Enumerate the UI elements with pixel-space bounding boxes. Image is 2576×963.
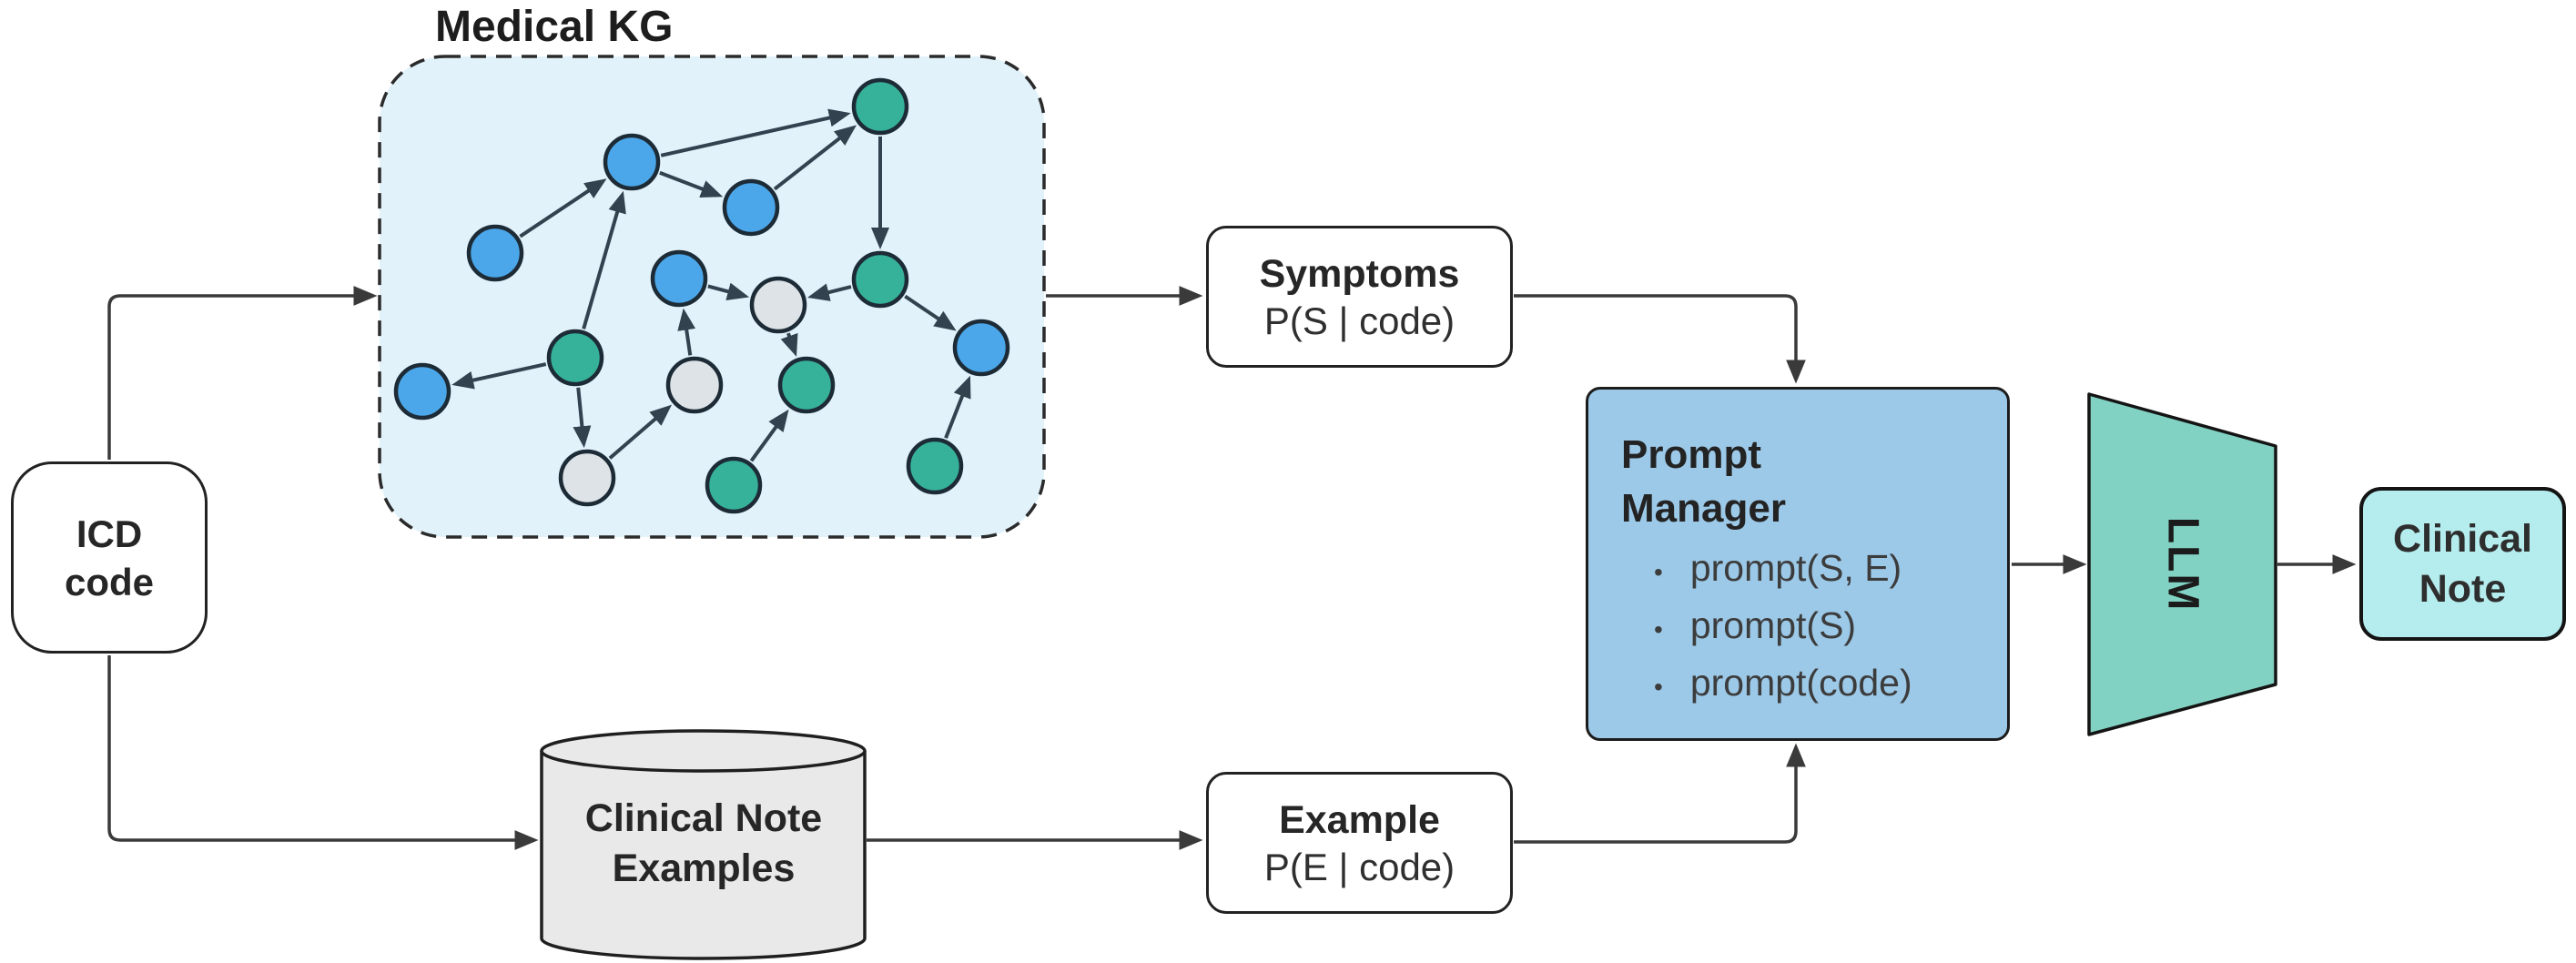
kg-edge — [582, 190, 626, 329]
bullet-icon: • — [1654, 615, 1663, 644]
llm-label: LLM — [2158, 516, 2207, 613]
prompt-manager-box: Prompt Manager • prompt(S, E) • prompt(S… — [1586, 387, 2010, 741]
symptoms-box: Symptoms P(S | code) — [1206, 226, 1513, 368]
example-box: Example P(E | code) — [1206, 772, 1513, 914]
kg-edge — [677, 308, 696, 356]
kg-node-teal — [851, 250, 909, 309]
kg-edge — [519, 178, 607, 238]
clinical-note-box: Clinical Note — [2359, 487, 2566, 641]
bullet-icon: • — [1654, 673, 1663, 701]
kg-node-teal — [851, 77, 909, 136]
kg-edge — [773, 125, 857, 191]
pm-bullet-label: prompt(S, E) — [1689, 547, 1902, 589]
kg-node-blue — [722, 178, 780, 237]
kg-edges — [451, 108, 971, 462]
kg-node-teal — [777, 356, 836, 414]
kg-node-blue — [466, 224, 524, 282]
bullet-icon: • — [1654, 558, 1663, 586]
kg-nodes — [393, 77, 1010, 514]
example-title: Example — [1279, 798, 1440, 842]
examples-db-shape — [540, 729, 867, 960]
kg-edge — [451, 362, 547, 390]
kg-edge — [904, 294, 957, 331]
arrow-example-to-pm — [1514, 743, 1806, 844]
prompt-manager-title: Prompt Manager — [1621, 432, 1786, 531]
medical-kg-container — [378, 55, 1046, 539]
kg-edge — [660, 108, 851, 157]
pm-bullet-item: • prompt(S, E) — [1621, 547, 1993, 604]
medical-kg-title: Medical KG — [435, 3, 674, 51]
icd-code-label: ICD code — [64, 512, 155, 603]
icd-code-box: ICD code — [11, 461, 208, 654]
kg-node-gray — [665, 356, 724, 414]
kg-node-blue — [650, 249, 708, 308]
kg-node-teal — [546, 329, 604, 387]
symptoms-formula: P(S | code) — [1263, 299, 1455, 342]
llm-trapezoid — [2087, 392, 2277, 736]
kg-node-blue — [603, 133, 661, 191]
kg-edge — [659, 170, 724, 198]
kg-edge — [608, 404, 673, 460]
kg-node-gray — [558, 449, 616, 507]
connectors — [107, 286, 2357, 850]
pm-bullet-item: • prompt(S) — [1621, 604, 1993, 662]
examples-db-label: Clinical Note Examples — [584, 796, 823, 890]
prompt-manager-bullets: • prompt(S, E) • prompt(S) • prompt(code… — [1621, 547, 1993, 719]
kg-node-blue — [952, 319, 1010, 377]
arrow-symptoms-to-pm — [1514, 294, 1806, 384]
kg-edge — [780, 332, 798, 357]
kg-edge — [807, 283, 852, 301]
kg-edge — [944, 375, 971, 440]
clinical-note-label: Clinical Note — [2393, 516, 2532, 611]
kg-edge — [573, 387, 592, 449]
kg-node-blue — [393, 362, 451, 421]
example-formula: P(E | code) — [1263, 846, 1455, 888]
arrow-icd-to-kg — [107, 286, 378, 460]
symptoms-title: Symptoms — [1259, 252, 1460, 296]
kg-edge — [707, 282, 750, 301]
kg-node-teal — [705, 456, 763, 514]
kg-edge — [749, 409, 789, 462]
kg-node-teal — [906, 437, 964, 495]
arrow-icd-to-db — [107, 655, 539, 850]
kg-node-gray — [749, 276, 807, 334]
pm-bullet-label: prompt(S) — [1689, 604, 1857, 646]
pm-bullet-label: prompt(code) — [1689, 662, 1912, 704]
pm-bullet-item: • prompt(code) — [1621, 662, 1993, 719]
